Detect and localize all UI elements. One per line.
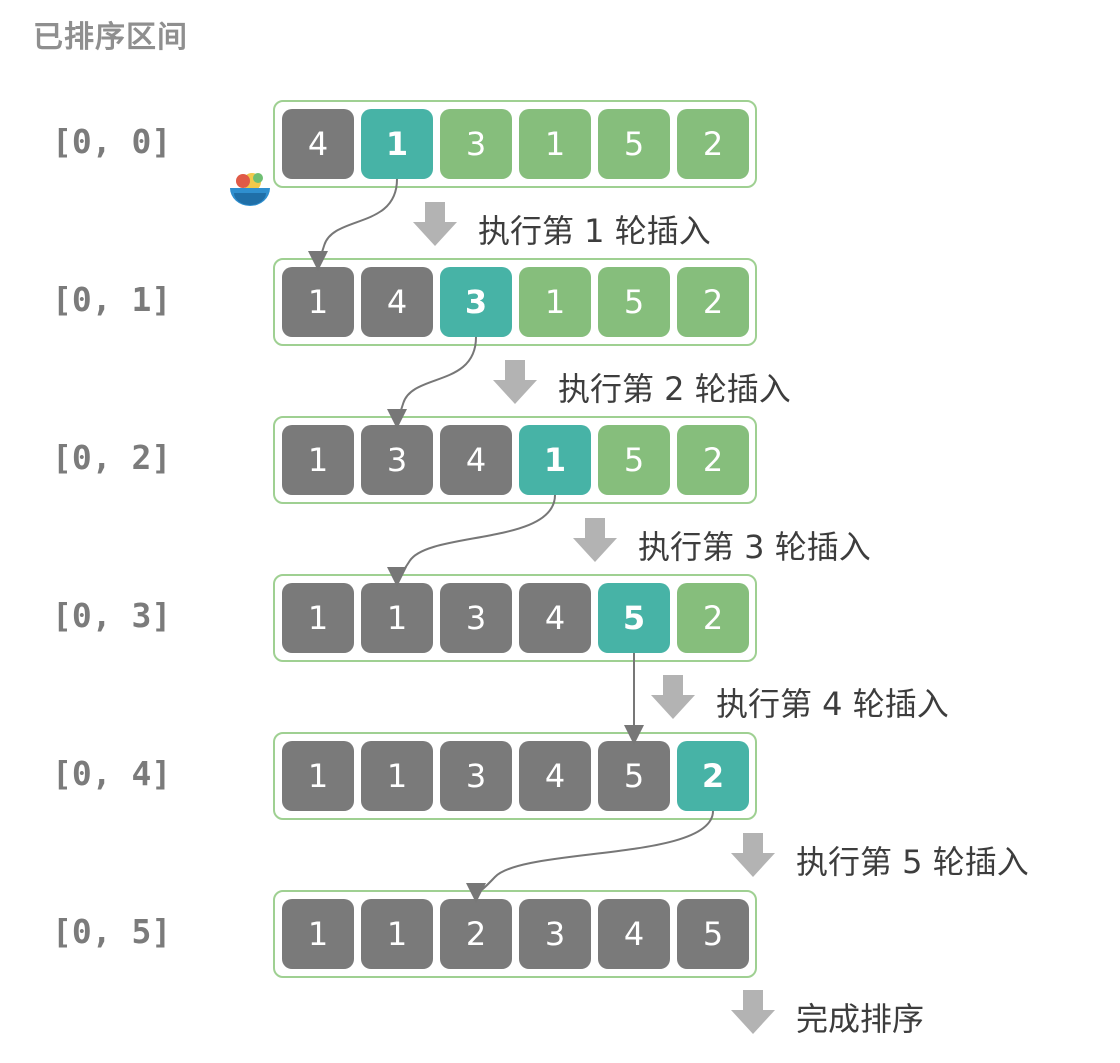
- step-label: 执行第 1 轮插入: [478, 212, 711, 250]
- down-arrow-icon: [413, 202, 457, 246]
- unsorted-element-cell: 1: [519, 109, 591, 179]
- range-label: [0, 0]: [52, 122, 172, 161]
- sorted-element-cell: 3: [519, 899, 591, 969]
- current-element-cell: 5: [598, 583, 670, 653]
- unsorted-element-cell: 2: [677, 425, 749, 495]
- down-arrow-icon: [651, 675, 695, 719]
- unsorted-element-cell: 1: [519, 267, 591, 337]
- unsorted-element-cell: 5: [598, 267, 670, 337]
- current-element-cell: 1: [361, 109, 433, 179]
- sorted-element-cell: 3: [361, 425, 433, 495]
- insertion-link: [386, 494, 556, 587]
- sorted-element-cell: 4: [519, 741, 591, 811]
- sorted-element-cell: 1: [361, 741, 433, 811]
- bowl-logo-icon: [228, 168, 272, 212]
- step-label: 执行第 3 轮插入: [638, 528, 871, 566]
- step-label: 执行第 4 轮插入: [716, 685, 949, 723]
- insertion-link: [465, 810, 714, 903]
- down-arrow-icon: [731, 990, 775, 1034]
- sorted-element-cell: 3: [440, 583, 512, 653]
- sorted-element-cell: 4: [519, 583, 591, 653]
- current-element-cell: 2: [677, 741, 749, 811]
- unsorted-element-cell: 5: [598, 425, 670, 495]
- sorted-element-cell: 1: [282, 425, 354, 495]
- range-label: [0, 4]: [52, 754, 172, 793]
- sorted-element-cell: 4: [598, 899, 670, 969]
- sorted-element-cell: 1: [282, 583, 354, 653]
- range-label: [0, 5]: [52, 912, 172, 951]
- range-label: [0, 2]: [52, 438, 172, 477]
- step-label: 执行第 2 轮插入: [558, 370, 791, 408]
- sorted-element-cell: 1: [282, 741, 354, 811]
- sorted-element-cell: 4: [361, 267, 433, 337]
- insertion-link: [386, 336, 477, 429]
- unsorted-element-cell: 3: [440, 109, 512, 179]
- sorted-element-cell: 4: [282, 109, 354, 179]
- unsorted-element-cell: 2: [677, 267, 749, 337]
- sorted-element-cell: 1: [361, 583, 433, 653]
- range-label: [0, 1]: [52, 280, 172, 319]
- sorted-element-cell: 3: [440, 741, 512, 811]
- sorted-element-cell: 1: [361, 899, 433, 969]
- range-label: [0, 3]: [52, 596, 172, 635]
- sorted-element-cell: 5: [598, 741, 670, 811]
- current-element-cell: 1: [519, 425, 591, 495]
- sorted-element-cell: 1: [282, 267, 354, 337]
- sorted-range-title: 已排序区间: [33, 20, 188, 55]
- current-element-cell: 3: [440, 267, 512, 337]
- sorted-element-cell: 1: [282, 899, 354, 969]
- unsorted-element-cell: 2: [677, 109, 749, 179]
- step-label: 完成排序: [796, 1000, 925, 1038]
- down-arrow-icon: [493, 360, 537, 404]
- down-arrow-icon: [731, 833, 775, 877]
- sorted-element-cell: 4: [440, 425, 512, 495]
- unsorted-element-cell: 2: [677, 583, 749, 653]
- sorted-element-cell: 5: [677, 899, 749, 969]
- down-arrow-icon: [573, 518, 617, 562]
- unsorted-element-cell: 5: [598, 109, 670, 179]
- insertion-link: [307, 178, 398, 271]
- sorted-element-cell: 2: [440, 899, 512, 969]
- step-label: 执行第 5 轮插入: [796, 843, 1029, 881]
